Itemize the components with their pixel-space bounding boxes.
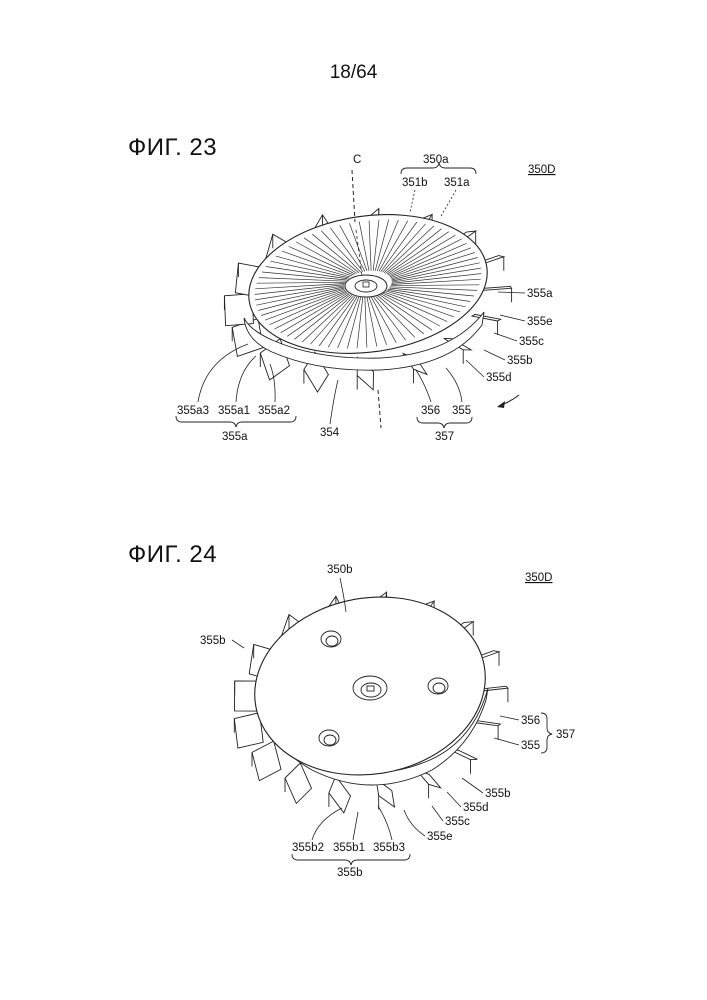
fig24-hole-top-inner	[326, 636, 338, 646]
fig24-label-357: 357	[556, 729, 575, 741]
fig23-label-355c: 355c	[519, 336, 544, 348]
fig24-label-355b-group: 355b	[337, 867, 363, 879]
fig23-blade	[472, 314, 501, 321]
fig24-label-355b2: 355b2	[292, 842, 324, 854]
figure-23-drawing: C 350a 351b 351a 350D 355a 355e 355c 355…	[176, 154, 556, 443]
fig24-leader-355b-left	[232, 640, 244, 648]
fig24-hole-bottom-inner	[324, 735, 336, 745]
fig24-brace-357	[541, 713, 552, 753]
fig23-label-355e: 355e	[527, 316, 553, 328]
fig24-label-355e: 355e	[427, 831, 453, 843]
fig23-label-axis: C	[353, 154, 361, 166]
fig24-blade	[252, 741, 281, 781]
fig24-blade	[474, 721, 500, 726]
fig23-label-355d: 355d	[486, 372, 512, 384]
fig23-label-top-group: 350a	[423, 154, 449, 166]
fig23-blade	[483, 286, 512, 290]
fig23-label-355b: 355b	[507, 355, 533, 367]
fig23-label-top-left: 351b	[402, 177, 428, 189]
fig23-brace-357	[417, 417, 472, 428]
fig24-label-355b3: 355b3	[373, 842, 405, 854]
fig24-label-355b1: 355b1	[333, 842, 365, 854]
fig23-rotation-arrowhead	[497, 401, 505, 408]
fig23-label-355: 355	[452, 405, 471, 417]
fig24-label-355b-left: 355b	[200, 635, 226, 647]
fig23-label-355a1: 355a1	[218, 405, 250, 417]
fig24-hole-right-inner	[433, 683, 445, 693]
fig23-label-355a2: 355a2	[258, 405, 290, 417]
fig24-label-356: 356	[521, 715, 540, 727]
fig23-brace-355a	[176, 416, 296, 427]
fig23-label-355a3: 355a3	[177, 405, 209, 417]
fig24-label-355: 355	[521, 740, 540, 752]
fig23-leader-354	[330, 380, 338, 424]
fig23-label-355a-group: 355a	[222, 431, 248, 443]
fig23-label-top-right: 351a	[444, 177, 470, 189]
fig24-label-355d: 355d	[463, 802, 489, 814]
fig23-ref: 350D	[528, 164, 556, 176]
fig23-label-356: 356	[421, 405, 440, 417]
fig23-label-355a: 355a	[527, 288, 553, 300]
fig23-brace-top	[401, 163, 476, 174]
fig23-label-354: 354	[320, 427, 340, 439]
fig24-center-key	[367, 686, 374, 691]
figure-24-drawing: 350b 350D 355b 356 355 357 355b 355d 355…	[200, 564, 575, 879]
fig24-leaders-bottom	[312, 806, 392, 840]
fig24-label-355b-right: 355b	[485, 788, 511, 800]
fig23-label-357: 357	[435, 431, 454, 443]
fig24-brace-355b	[292, 854, 410, 865]
fig24-label-355c: 355c	[445, 816, 470, 828]
fig23-hub-key	[363, 282, 369, 287]
fig24-label-350b: 350b	[327, 564, 353, 576]
fig24-blade	[285, 763, 312, 803]
fig24-ref: 350D	[525, 572, 553, 584]
